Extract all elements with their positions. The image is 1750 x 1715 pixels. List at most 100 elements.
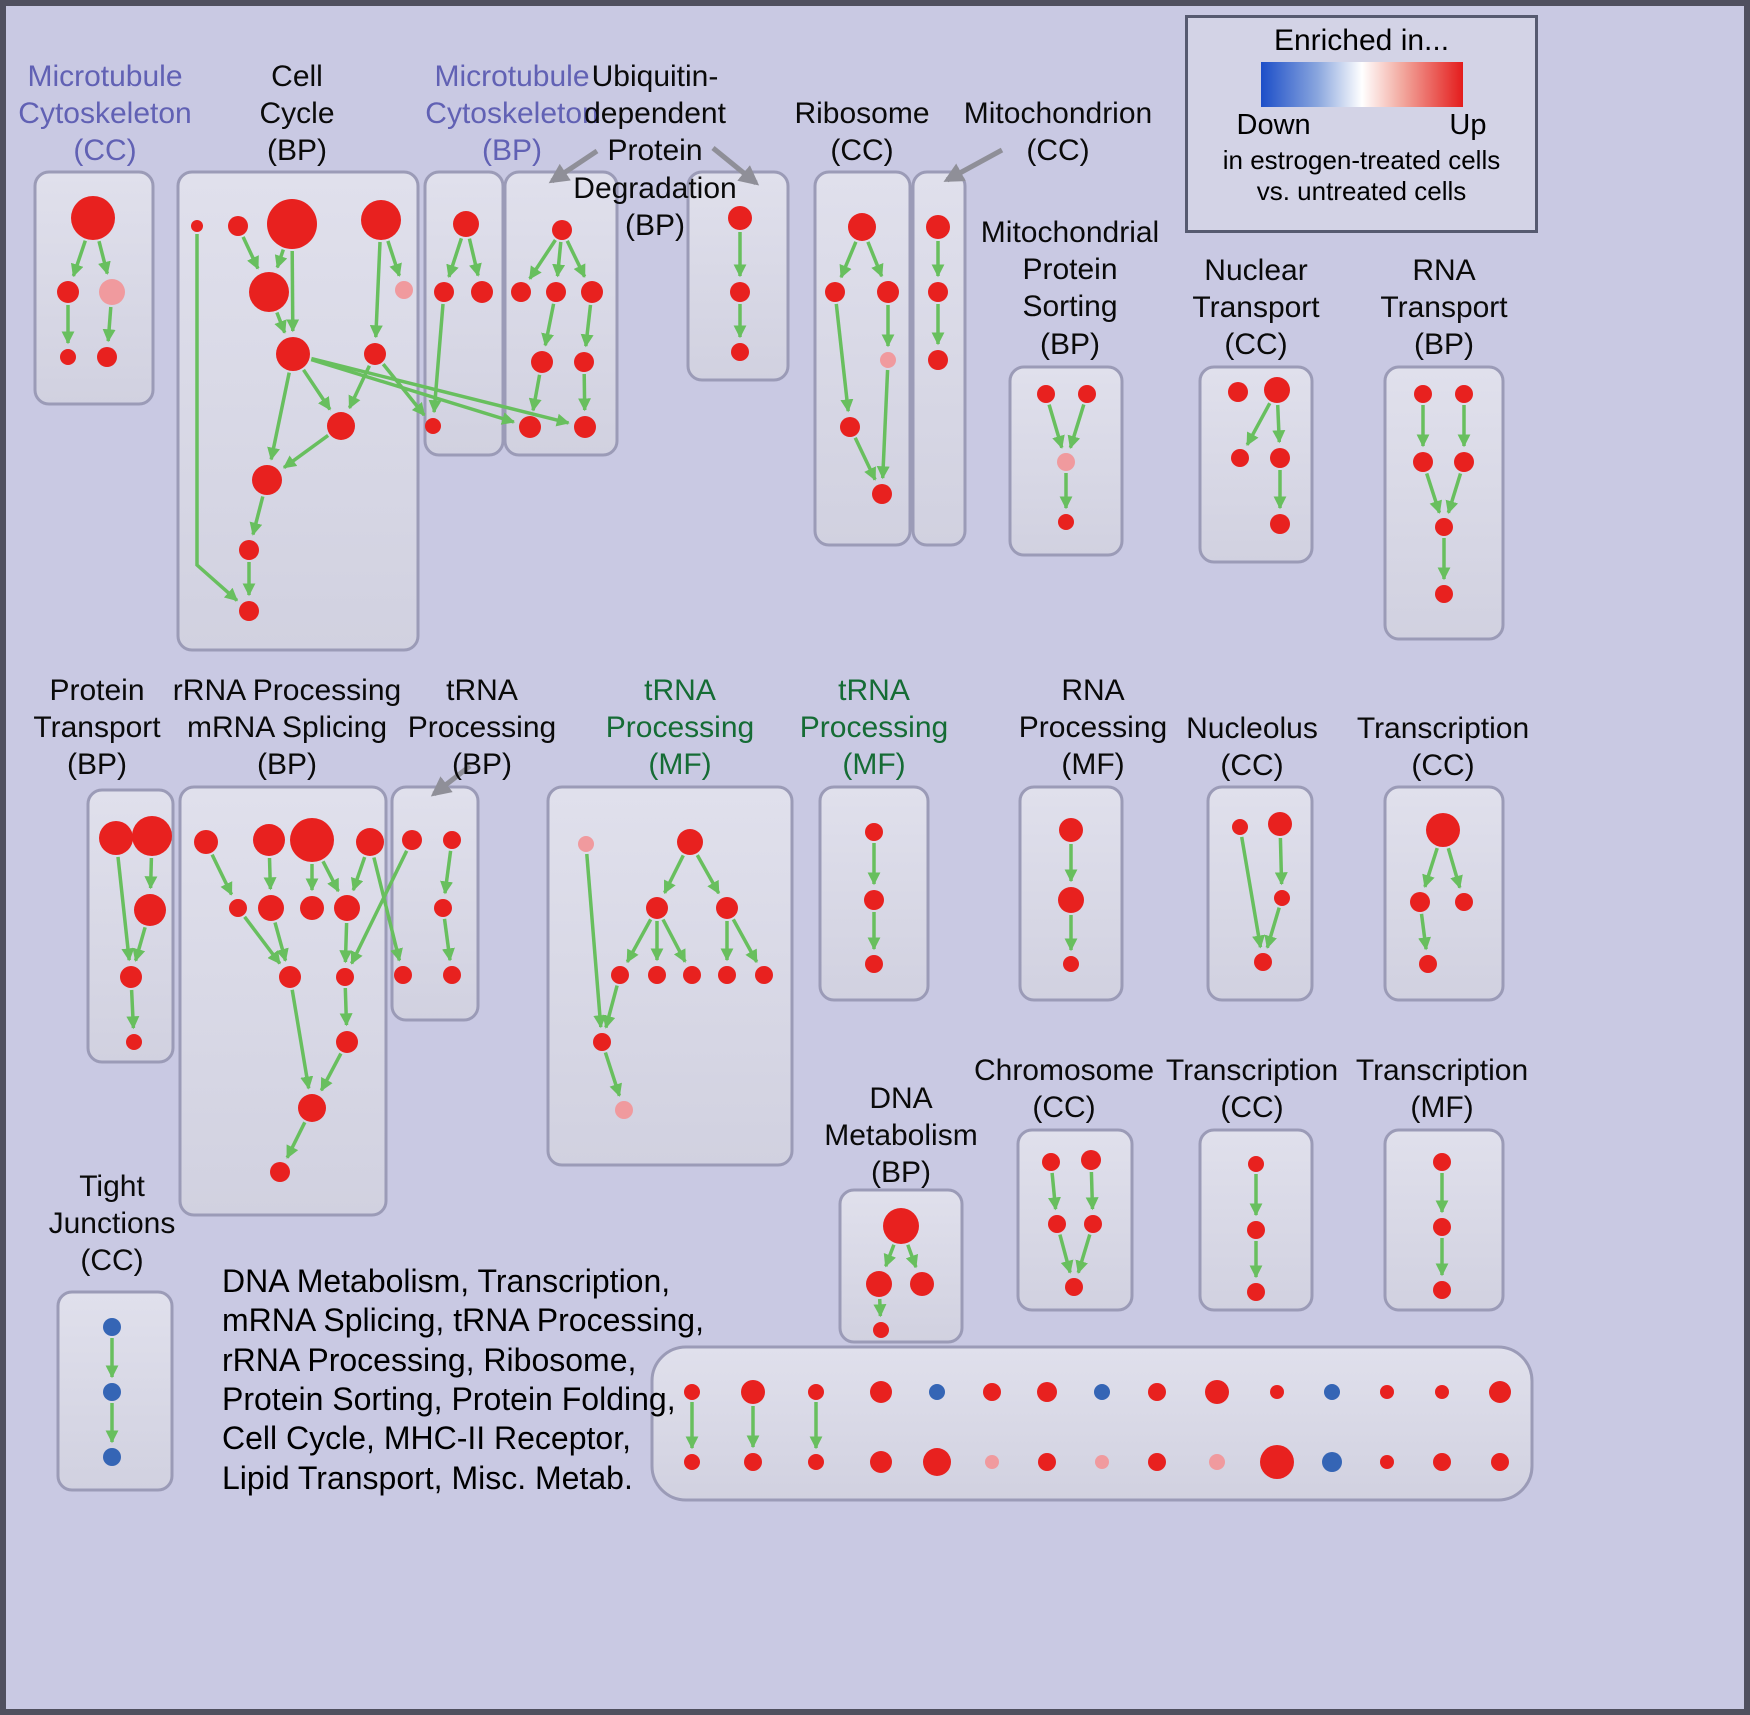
edge-nucleolus-0 — [1239, 836, 1265, 949]
node-trna-bp-3 — [394, 966, 412, 984]
pair-node-top-11 — [1324, 1384, 1340, 1400]
node-ubiquitin-2-0 — [728, 206, 752, 230]
edge-ubiquitin-0 — [528, 239, 557, 280]
node-chromosome-2 — [1048, 1215, 1066, 1233]
edge-rrna-mrna-6 — [273, 922, 289, 962]
pair-node-top-0 — [684, 1384, 700, 1400]
pair-node-top-13 — [1435, 1385, 1449, 1399]
node-protein-transport-1 — [132, 816, 172, 856]
node-mitochondrion-cc-1 — [928, 282, 948, 302]
group-box-microtubule-cc — [33, 170, 155, 406]
edge-ubiquitin-3 — [541, 303, 556, 347]
node-transcription-cc-b-1 — [1247, 1221, 1265, 1239]
legend-box: Enriched in... Down Up in estrogen-treat… — [1185, 15, 1538, 233]
pair-node-top-9 — [1205, 1380, 1229, 1404]
node-ribosome-cc-4 — [840, 417, 860, 437]
edge-trna-mf-a-7 — [585, 853, 607, 1029]
edge-ribosome-cc-4 — [876, 369, 890, 480]
edge-cell-cycle-10 — [249, 496, 265, 536]
edge-chromosome-0 — [1048, 1172, 1061, 1211]
edge-microtubule-cc-1 — [97, 240, 111, 275]
node-mito-sorting-3 — [1058, 514, 1074, 530]
node-dna-metabolism-3 — [873, 1322, 889, 1338]
group-box-transcription-cc-a — [1383, 785, 1505, 1002]
group-box-nucleolus — [1206, 785, 1314, 1002]
pair-node-bottom-9 — [1209, 1454, 1225, 1470]
node-rrna-mrna-11 — [298, 1094, 326, 1122]
node-rrna-mrna-4 — [229, 899, 247, 917]
node-trna-mf-a-6 — [683, 966, 701, 984]
edges-layer — [61, 146, 1471, 1450]
node-cell-cycle-10 — [239, 540, 259, 560]
legend-up-label: Up — [1449, 109, 1487, 141]
legend-scale: Down Up — [1237, 109, 1487, 142]
edge-chromosome-1 — [1085, 1171, 1099, 1211]
node-trna-mf-a-0 — [578, 836, 594, 852]
edge-trna-bp-1 — [442, 918, 455, 962]
node-trna-mf-b-1 — [864, 890, 884, 910]
edge-microtubule-bp-0 — [446, 237, 464, 279]
node-nuclear-transport-3 — [1270, 448, 1290, 468]
group-box-nuclear-transport — [1198, 365, 1314, 564]
edge-transcription-cc-a-2 — [1418, 913, 1432, 951]
node-trna-mf-a-2 — [646, 897, 668, 919]
edge-cell-cycle-9 — [282, 433, 330, 470]
node-transcription-cc-b-0 — [1248, 1156, 1264, 1172]
node-transcription-cc-a-3 — [1419, 955, 1437, 973]
node-ubiquitin-4 — [531, 351, 553, 373]
group-box-dna-metabolism — [838, 1188, 964, 1344]
node-rna-transport-2 — [1413, 452, 1433, 472]
edge-ribosome-cc-0 — [839, 241, 858, 279]
edge-ubiquitin-4 — [580, 304, 594, 348]
edge-nucleolus-1 — [1274, 837, 1288, 886]
node-trna-mf-b-0 — [865, 823, 883, 841]
edge-dna-metabolism-0 — [883, 1244, 896, 1268]
node-nuclear-transport-0 — [1228, 382, 1248, 402]
node-cell-cycle-1 — [228, 216, 248, 236]
node-transcription-mf-1 — [1433, 1218, 1451, 1236]
node-nucleolus-2 — [1274, 890, 1290, 906]
node-ribosome-cc-3 — [880, 352, 896, 368]
node-cell-cycle-6 — [276, 337, 310, 371]
node-trna-mf-a-7 — [718, 966, 736, 984]
node-trna-mf-a-8 — [755, 966, 773, 984]
node-nuclear-transport-1 — [1264, 377, 1290, 403]
edge-cell-cycle-4 — [369, 241, 383, 339]
pair-node-bottom-13 — [1433, 1453, 1451, 1471]
node-nucleolus-1 — [1268, 812, 1292, 836]
node-cell-cycle-2 — [267, 199, 317, 249]
node-ubiquitin-2-2 — [731, 343, 749, 361]
edge-rrna-mrna-1 — [263, 857, 277, 891]
edge-rna-transport-3 — [1445, 472, 1463, 514]
node-ribosome-cc-1 — [825, 282, 845, 302]
pair-node-bottom-0 — [684, 1454, 700, 1470]
cross-edge-3 — [372, 857, 403, 962]
node-trna-mf-a-3 — [716, 897, 738, 919]
pair-node-bottom-1 — [744, 1453, 762, 1471]
node-protein-transport-0 — [99, 821, 133, 855]
node-ubiquitin-2-1 — [730, 282, 750, 302]
edge-cell-cycle-5 — [274, 311, 287, 334]
node-cell-cycle-4 — [249, 272, 289, 312]
node-microtubule-cc-4 — [97, 347, 117, 367]
node-rna-proc-mf-2 — [1063, 956, 1079, 972]
group-box-microtubule-bp — [423, 170, 505, 457]
edge-rrna-mrna-7 — [339, 922, 353, 964]
edge-microtubule-bp-1 — [467, 238, 482, 277]
edge-trna-mf-a-2 — [625, 918, 653, 964]
edge-cell-cycle-3 — [386, 240, 402, 277]
edge-trna-mf-a-1 — [695, 854, 721, 895]
pair-node-bottom-14 — [1491, 1453, 1509, 1471]
edge-trna-mf-a-8 — [602, 985, 619, 1029]
node-nuclear-transport-2 — [1231, 449, 1249, 467]
edge-protein-transport-1 — [144, 857, 158, 890]
pair-node-top-10 — [1270, 1385, 1284, 1399]
edge-trna-mf-a-6 — [731, 918, 759, 964]
edge-chromosome-2 — [1058, 1234, 1074, 1274]
node-rrna-mrna-9 — [336, 968, 354, 986]
pointer-arrow-mitochondrion — [943, 147, 1004, 183]
node-trna-mf-a-1 — [677, 829, 703, 855]
node-rrna-mrna-3 — [356, 828, 384, 856]
